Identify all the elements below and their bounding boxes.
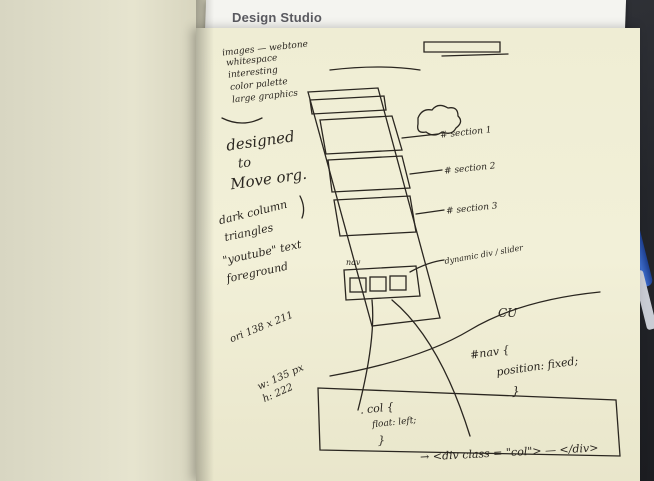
line-to-col [357, 299, 374, 411]
arrow-dynamic-div [409, 259, 445, 273]
cu-curve [329, 291, 601, 377]
label-nav: nav [346, 258, 361, 267]
brace [221, 117, 263, 124]
arrow-designed [299, 195, 305, 219]
arrow-section-2 [409, 169, 443, 175]
note-cu: CU [498, 306, 518, 320]
nav-square-3 [389, 275, 407, 291]
arrow-section-3 [415, 209, 445, 215]
nav-box [343, 265, 421, 301]
line-to-div [391, 299, 471, 437]
cloud-shape [417, 104, 462, 136]
notebook-spine-shadow [196, 0, 214, 481]
note-to: to [237, 155, 252, 172]
top-right-line [441, 53, 509, 57]
nav-square-2 [369, 276, 387, 292]
left-notebook-page [0, 0, 222, 481]
nav-square-1 [349, 277, 367, 293]
background-sheet-title: Design Studio [232, 10, 322, 25]
top-center-line [329, 66, 421, 71]
code-col-close: } [378, 434, 385, 447]
section-2-box [327, 155, 411, 193]
phone-outline [307, 87, 441, 327]
right-notebook-page [196, 28, 640, 481]
top-right-box [423, 41, 501, 53]
header-bar [309, 95, 387, 115]
code-close-brace: } [512, 384, 520, 398]
code-box [317, 387, 621, 457]
section-1-box [319, 115, 403, 155]
section-3-box [333, 195, 417, 237]
